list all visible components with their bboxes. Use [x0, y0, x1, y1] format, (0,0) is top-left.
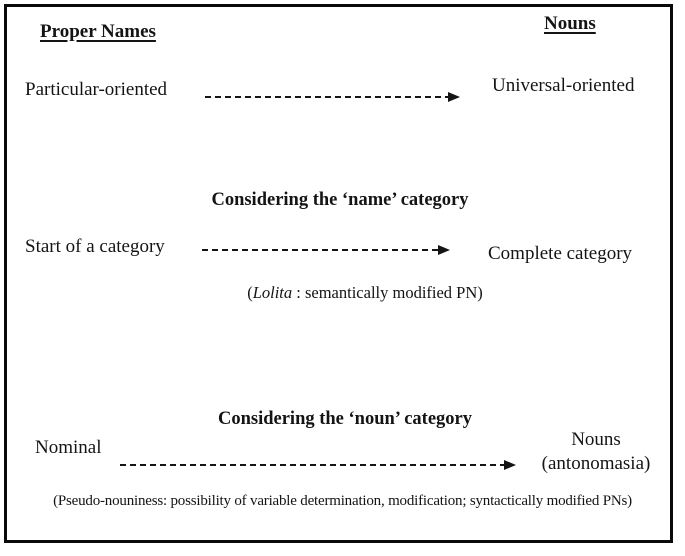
column-header-proper-names: Proper Names [40, 21, 156, 42]
dashed-arrow-start-to-complete [202, 244, 450, 256]
label-nouns-antonomasia: Nouns (antonomasia) [533, 428, 659, 476]
dashed-line [202, 249, 439, 251]
arrowhead-icon [504, 460, 516, 470]
footnote-pseudo-nouniness: (Pseudo-nouniness: possibility of variab… [53, 493, 632, 509]
label-antonomasia-line: (antonomasia) [541, 453, 651, 474]
label-start-of-category: Start of a category [25, 236, 165, 257]
column-header-nouns: Nouns [544, 13, 596, 34]
dashed-arrow-particular-to-universal [205, 91, 460, 103]
label-universal-oriented: Universal-oriented [492, 75, 635, 96]
dashed-arrow-nominal-to-nouns [120, 459, 516, 471]
dashed-line [205, 96, 449, 98]
note-lolita-semantically-modified: (Lolita : semantically modified PN) [140, 283, 590, 303]
note-rest-text: : semantically modified PN) [292, 283, 483, 302]
label-complete-category: Complete category [488, 243, 633, 264]
note-open-paren: ( [247, 283, 253, 302]
label-particular-oriented: Particular-oriented [25, 79, 168, 100]
label-nouns-line: Nouns [571, 429, 621, 450]
arrowhead-icon [448, 92, 460, 102]
section-title-name-category: Considering the ‘name’ category [211, 190, 469, 210]
section-title-noun-category: Considering the ‘noun’ category [217, 409, 473, 429]
arrowhead-icon [438, 245, 450, 255]
dashed-line [120, 464, 505, 466]
note-italic-lolita: Lolita [252, 283, 293, 302]
label-nominal: Nominal [35, 437, 102, 458]
figure-border [4, 4, 673, 543]
